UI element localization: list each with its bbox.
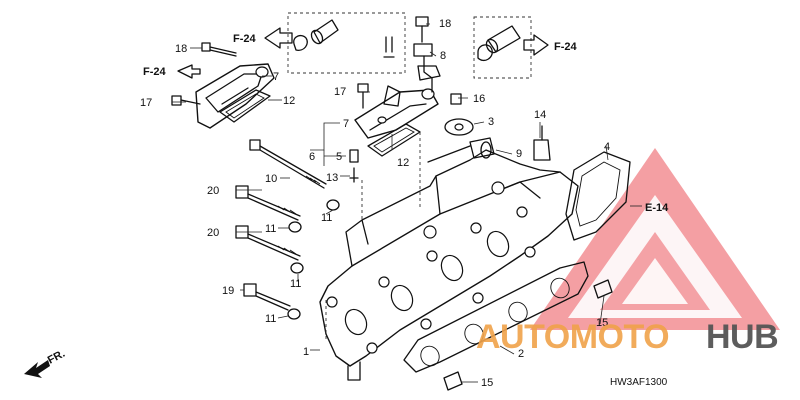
callout-13: 13 (326, 172, 338, 184)
sensor-top (413, 16, 441, 93)
stud-15-bottom (443, 371, 463, 391)
callout-4: 4 (604, 141, 610, 153)
sensor-9 (427, 137, 495, 163)
manifold-body (319, 149, 579, 381)
callout-8: 8 (440, 50, 446, 62)
callout-7-center: 7 (343, 118, 349, 130)
callout-12-left: 12 (283, 95, 295, 107)
front-marker-label: FR. (46, 348, 67, 367)
callout-11-c: 11 (290, 278, 301, 290)
nut-16 (450, 93, 462, 105)
washers-11 (287, 199, 340, 320)
callout-1: 1 (303, 346, 309, 358)
ref-f24-left: F-24 (143, 66, 167, 78)
callout-11-a: 11 (321, 212, 332, 224)
bracket-left (195, 63, 275, 129)
sensor-14 (533, 125, 551, 161)
ref-f24-top-right: F-24 (554, 41, 578, 53)
reference-labels: F-24 F-24 F-24 E-14 (143, 33, 669, 214)
stud-15-right (593, 279, 613, 299)
callout-5: 5 (336, 151, 342, 163)
callout-20-upper: 20 (207, 185, 219, 197)
callout-7-left: 7 (273, 71, 279, 83)
bolt-17-left (171, 95, 201, 106)
watermark-part2: HUB (706, 318, 778, 356)
callout-9: 9 (516, 148, 522, 160)
gasket-2 (403, 261, 589, 373)
bracket-center (354, 88, 439, 139)
bolt-18-left (201, 42, 237, 57)
callout-3: 3 (488, 116, 494, 128)
bolt-10 (249, 139, 327, 189)
callout-17-left: 17 (140, 97, 152, 109)
callout-15-bottom: 15 (481, 377, 493, 389)
watermark-text: AUTOMOTO HUB (476, 318, 779, 356)
arrow-right-top (523, 34, 549, 56)
watermark-logo (530, 148, 780, 330)
hose-clamp-left (293, 19, 395, 58)
callout-6: 6 (309, 151, 315, 163)
bolt-20-upper (235, 185, 301, 221)
gasket-left (219, 89, 271, 123)
ref-f24-top-left: F-24 (233, 33, 257, 45)
arrow-left-top (264, 27, 293, 49)
arrow-left-mid (177, 64, 201, 79)
callout-14: 14 (534, 109, 546, 121)
callout-18-top: 18 (439, 18, 451, 30)
watermark-part1: AUTOMOTO (476, 318, 669, 356)
callout-11-d: 11 (265, 313, 276, 325)
small-parts-5-13 (349, 149, 359, 183)
hose-clamp-right (477, 25, 521, 62)
callout-20-lower: 20 (207, 227, 219, 239)
callout-10: 10 (265, 173, 277, 185)
callout-11-b: 11 (265, 223, 276, 235)
callout-labels: 1 2 3 4 5 6 7 7 8 9 10 11 11 11 11 12 12… (140, 18, 610, 389)
leader-lines (172, 23, 642, 383)
gasket-4 (565, 151, 631, 241)
callout-16: 16 (473, 93, 485, 105)
detail-box-left (287, 12, 406, 74)
callout-17-center: 17 (334, 86, 346, 98)
plate-3 (444, 118, 474, 136)
callout-15-right: 15 (596, 317, 608, 329)
callout-18-left: 18 (175, 43, 187, 55)
diagram-code: HW3AF1300 (610, 377, 668, 388)
callout-19: 19 (222, 285, 234, 297)
front-arrow (24, 360, 50, 378)
callout-2: 2 (518, 348, 524, 360)
bolt-19 (243, 283, 291, 311)
bolt-20-lower (235, 225, 301, 261)
ref-e14: E-14 (645, 202, 669, 214)
callout-12-center: 12 (397, 157, 409, 169)
detail-box-right (473, 16, 532, 79)
